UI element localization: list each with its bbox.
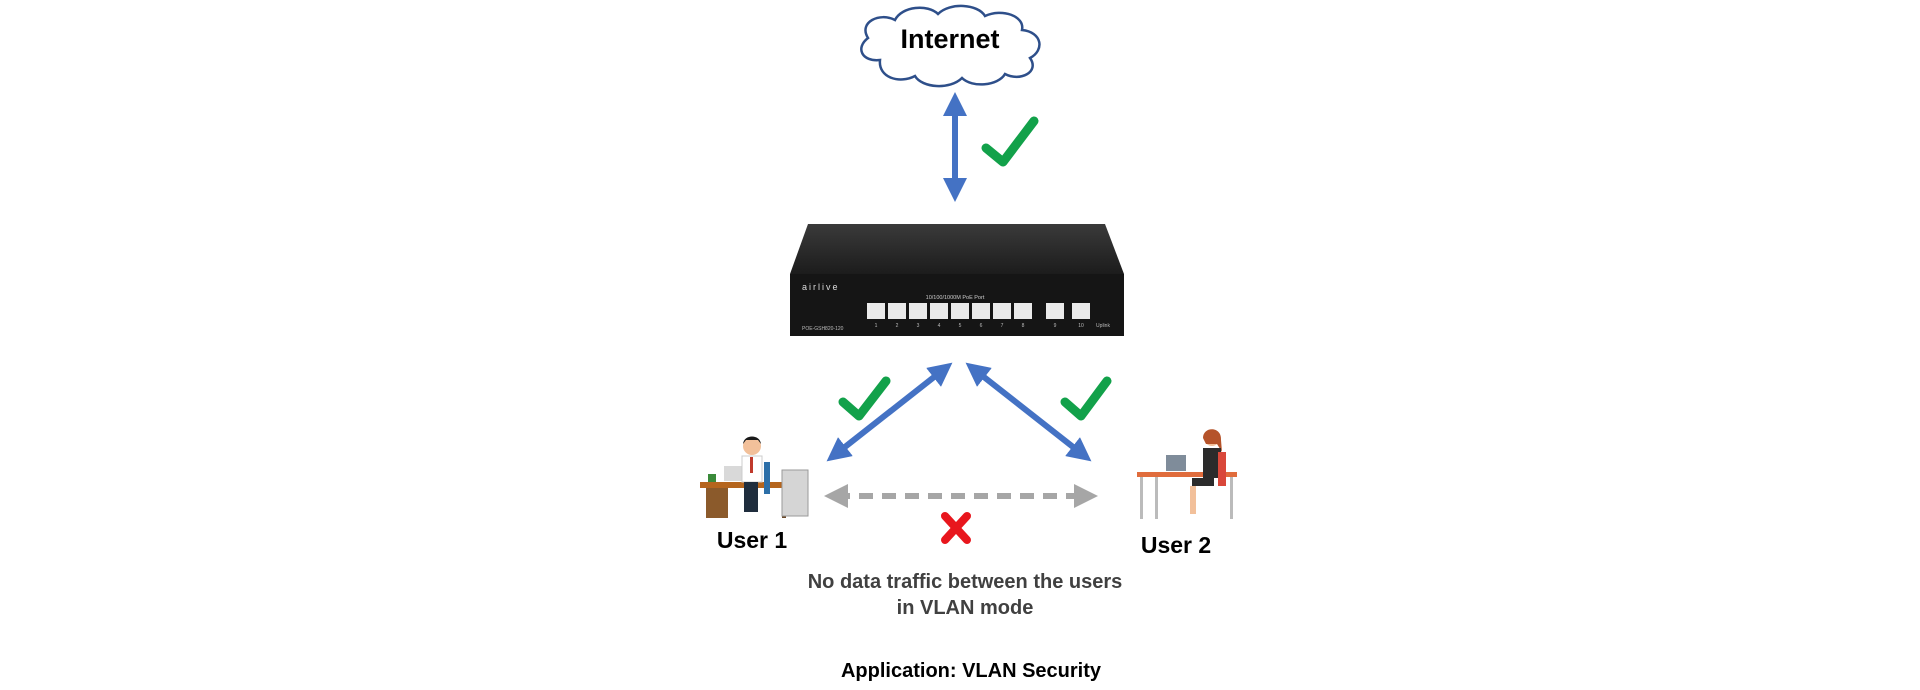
uplink-caption: Uplink — [1096, 323, 1110, 329]
switch-top — [790, 224, 1124, 274]
switch-user1-arrow — [826, 362, 953, 462]
switch-port-numbers: 1 2 3 4 5 6 7 8 9 10 Uplink — [875, 323, 1111, 329]
person-legs — [1190, 486, 1196, 514]
switch-model: POE-GSH820-120 — [802, 326, 844, 332]
port-number: 9 — [1054, 323, 1057, 329]
chair — [764, 462, 770, 494]
plant — [708, 474, 716, 482]
switch-port — [930, 303, 948, 319]
port-number: 2 — [896, 323, 899, 329]
port-number: 1 — [875, 323, 878, 329]
diagram-caption: Application: VLAN Security — [841, 660, 1102, 682]
laptop — [1166, 455, 1186, 471]
desk-leg — [1155, 477, 1158, 519]
user2-illustration — [1137, 429, 1237, 519]
switch-brand: airlive — [802, 282, 840, 292]
person-head — [743, 437, 761, 455]
person-legs — [744, 482, 758, 512]
desk-leg — [1230, 477, 1233, 519]
uplink-port — [1072, 303, 1090, 319]
internet-cloud: Internet — [860, 4, 1041, 88]
cloud-icon — [860, 4, 1041, 88]
port-number: 8 — [1022, 323, 1025, 329]
server-cabinet — [781, 469, 809, 517]
uplink-port — [1046, 303, 1064, 319]
switch-port — [993, 303, 1011, 319]
person-hair — [743, 436, 761, 444]
internet-label: Internet — [900, 24, 999, 54]
port-number: 5 — [959, 323, 962, 329]
port-number: 6 — [980, 323, 983, 329]
port-number: 4 — [938, 323, 941, 329]
desk — [1137, 472, 1237, 477]
switch-port — [1014, 303, 1032, 319]
cross-mark-icon — [941, 512, 971, 544]
person-body — [1203, 448, 1221, 478]
desk-leg — [1140, 477, 1143, 519]
user1-illustration — [700, 436, 809, 518]
switch-user2-arrow — [965, 362, 1092, 462]
desk-drawer — [706, 488, 728, 518]
user2-label: User 2 — [1141, 532, 1211, 558]
chair — [1218, 452, 1226, 486]
person-hair — [1203, 429, 1222, 452]
switch-port — [867, 303, 885, 319]
switch-port — [888, 303, 906, 319]
poe-switch: airlive 10/100/1000M PoE Port POE-GSH820… — [790, 224, 1124, 336]
port-number: 10 — [1078, 323, 1084, 329]
port-number: 3 — [917, 323, 920, 329]
check-mark-icon — [1060, 376, 1112, 421]
switch-port — [972, 303, 990, 319]
user1-label: User 1 — [717, 527, 788, 553]
check-mark-icon — [981, 116, 1039, 167]
switch-port-caption: 10/100/1000M PoE Port — [926, 295, 985, 301]
person-legs — [1192, 478, 1214, 486]
check-mark-icon — [838, 376, 891, 421]
switch-port — [909, 303, 927, 319]
note-line1: No data traffic between the users — [808, 571, 1123, 593]
laptop — [724, 466, 746, 481]
person-tie — [750, 457, 753, 473]
switch-port — [951, 303, 969, 319]
note-line2: in VLAN mode — [897, 597, 1034, 619]
port-number: 7 — [1001, 323, 1004, 329]
switch-ports — [867, 303, 1090, 319]
